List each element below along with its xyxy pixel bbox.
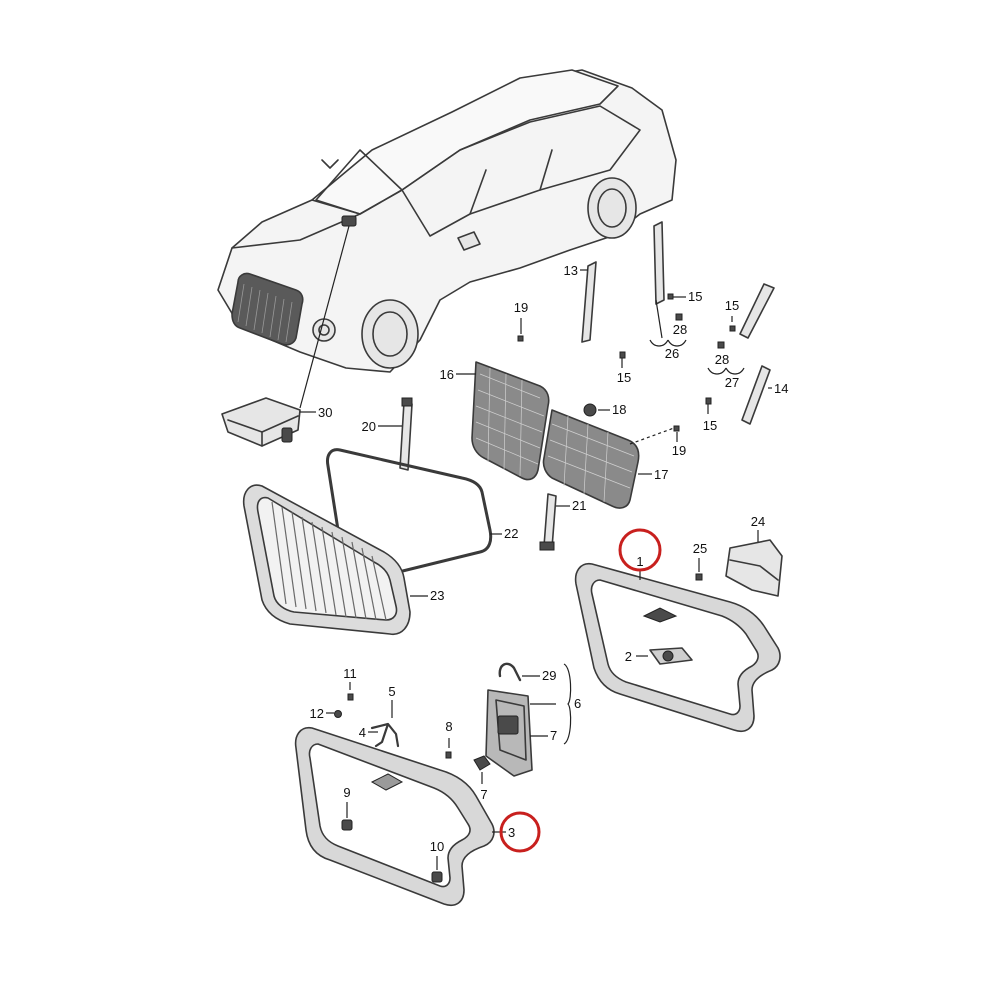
- part-26-trim-strip: 26: [649, 221, 687, 361]
- callout-13: 13: [564, 263, 578, 278]
- callout-16: 16: [440, 367, 454, 382]
- callout-9: 9: [343, 785, 350, 800]
- part-14-trim-strip: 14: [739, 283, 788, 425]
- part-12-nut: 12: [310, 706, 342, 721]
- part-3-grille-frame: 3: [294, 726, 541, 906]
- part-19-screws: 19 19: [514, 300, 686, 458]
- part-2-emblem: 2: [625, 647, 693, 665]
- callout-15-d: 15: [703, 418, 717, 433]
- callout-15-c: 15: [617, 370, 631, 385]
- callout-28-upper: 28: [673, 322, 687, 337]
- callout-21: 21: [572, 498, 586, 513]
- car-grille-mesh: [237, 283, 293, 343]
- part-6-latch-assembly: 6 7: [485, 663, 581, 777]
- part-30-control-unit: 30: [221, 397, 332, 447]
- callout-4: 4: [359, 725, 366, 740]
- part-13-trim-strip: 13: [564, 261, 597, 343]
- part-21-bracket: 21: [539, 493, 586, 551]
- part-27-bracket-group: 27: [707, 367, 745, 390]
- part-11-screw: 11: [343, 666, 357, 701]
- part-22-gasket: 22: [326, 448, 518, 583]
- callout-19-top: 19: [514, 300, 528, 315]
- part-28-clips: 28 28: [673, 313, 729, 367]
- part-25-screw: 25: [693, 541, 707, 581]
- part-17-mesh-right: 17: [542, 409, 668, 509]
- callout-22: 22: [504, 526, 518, 541]
- part-4-label: 4: [359, 725, 378, 740]
- part-9-clip: 9: [341, 785, 353, 831]
- callout-3: 3: [508, 825, 515, 840]
- callout-7-right: 7: [550, 728, 557, 743]
- part-16-mesh-left: 16: [440, 361, 550, 481]
- part-7-clip: 7: [473, 755, 491, 802]
- callout-26: 26: [665, 346, 679, 361]
- callout-27: 27: [725, 375, 739, 390]
- part-23-chrome-grille: 23: [242, 484, 444, 636]
- callout-14: 14: [774, 381, 788, 396]
- callout-12: 12: [310, 706, 324, 721]
- part-10-clip: 10: [430, 839, 444, 883]
- callout-23: 23: [430, 588, 444, 603]
- callout-28-lower: 28: [715, 352, 729, 367]
- part-24-bracket: 24: [725, 514, 783, 597]
- callout-11: 11: [343, 666, 357, 681]
- highlight-circle-3: [499, 811, 541, 853]
- callout-15-a: 15: [688, 289, 702, 304]
- part-8-screw: 8: [445, 719, 453, 759]
- callout-19-bottom: 19: [672, 443, 686, 458]
- callout-5: 5: [388, 684, 395, 699]
- callout-24: 24: [751, 514, 765, 529]
- part-29-hook: 29: [498, 662, 556, 683]
- highlight-circle-1: [618, 528, 662, 572]
- callout-6: 6: [574, 696, 581, 711]
- part-18-clip: 18: [583, 402, 626, 417]
- part-15-screws: 15 15 15 15: [617, 289, 739, 433]
- part-20-bracket: 20: [362, 397, 413, 471]
- callout-7-lower: 7: [480, 787, 487, 802]
- callout-1: 1: [636, 554, 643, 569]
- callout-18: 18: [612, 402, 626, 417]
- callout-8: 8: [445, 719, 452, 734]
- callout-2: 2: [625, 649, 632, 664]
- callout-15-b: 15: [725, 298, 739, 313]
- callout-20: 20: [362, 419, 376, 434]
- car-illustration: [217, 69, 677, 409]
- callout-30: 30: [318, 405, 332, 420]
- part-5-bracket: 5: [370, 684, 400, 748]
- callout-17: 17: [654, 467, 668, 482]
- callout-29: 29: [542, 668, 556, 683]
- callout-10: 10: [430, 839, 444, 854]
- callout-25: 25: [693, 541, 707, 556]
- grille-vanes: [271, 501, 387, 621]
